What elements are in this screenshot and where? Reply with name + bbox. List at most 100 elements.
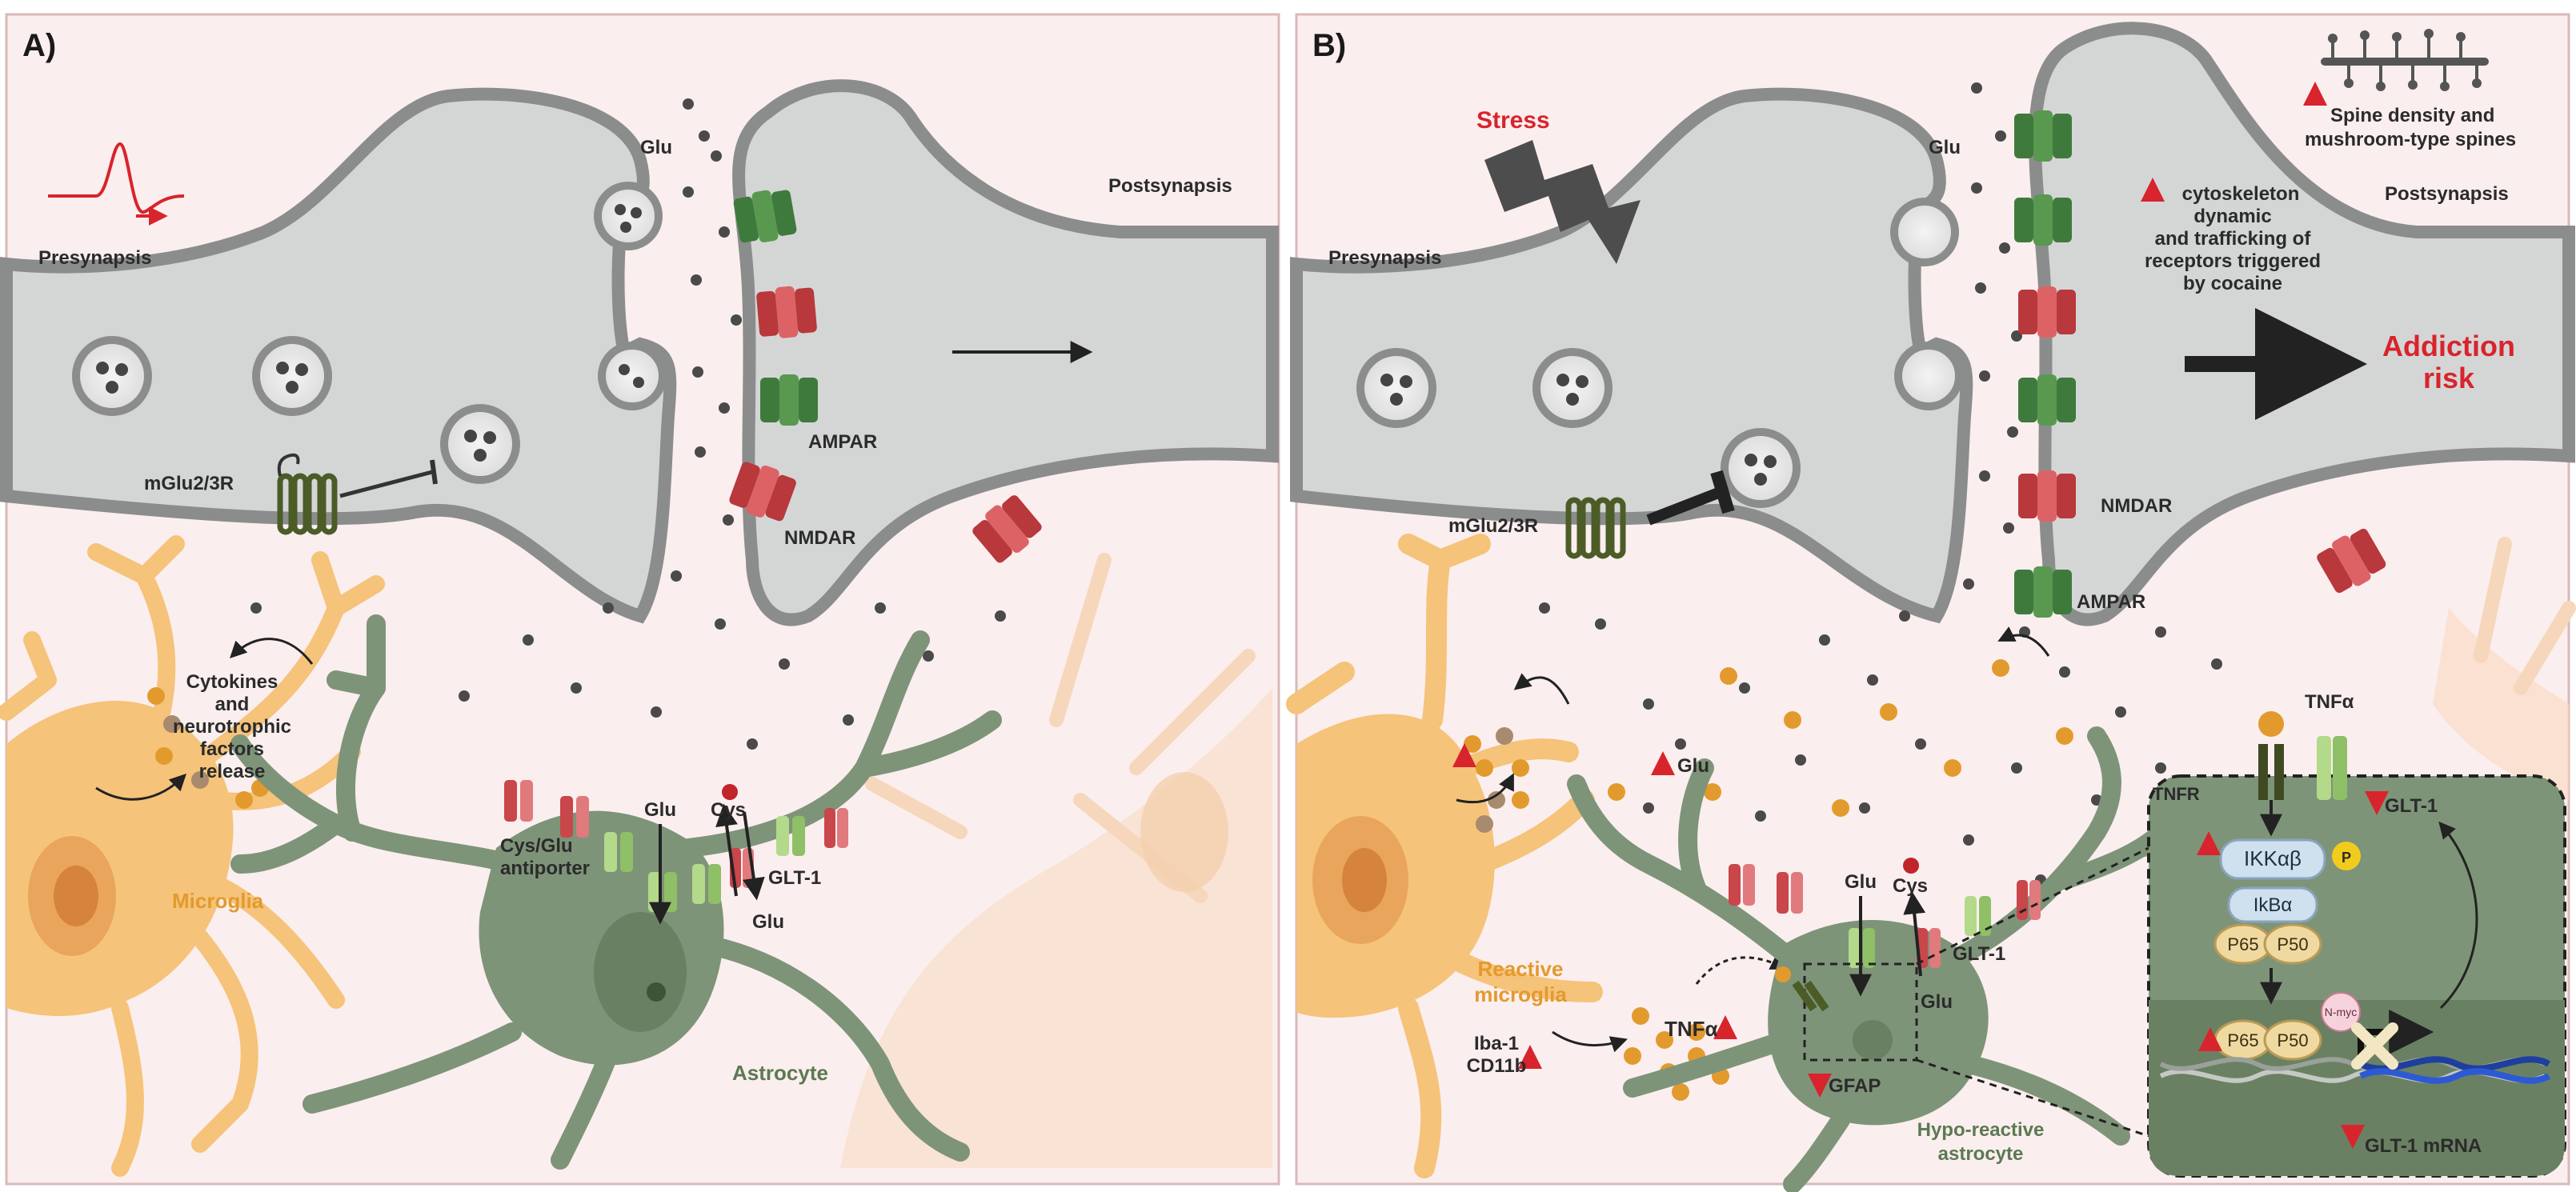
glu-label-a: Glu: [640, 137, 672, 158]
glt1-transporter-inset: [2317, 736, 2347, 800]
svg-text:astrocyte: astrocyte: [1938, 1143, 2024, 1165]
inhibition-line-b: [1646, 486, 1723, 526]
glu-label-b: Glu: [1929, 137, 1961, 158]
presynapsis-label-b: Presynapsis: [1328, 247, 1441, 269]
tnfr-receptor: [2258, 711, 2284, 800]
astrocyte-label-a: Astrocyte: [732, 1061, 828, 1085]
svg-text:and trafficking of: and trafficking of: [2155, 228, 2312, 250]
antiporter-label-a-2: antiporter: [500, 858, 590, 879]
inhibition-line-a: [339, 470, 433, 498]
glt1-transporter-a: [604, 816, 805, 912]
svg-text:CD11b: CD11b: [1467, 1055, 1527, 1077]
tnfa-label: TNFα: [1665, 1017, 1718, 1041]
action-potential-icon: [48, 142, 185, 214]
svg-text:cytoskeleton: cytoskeleton: [2182, 183, 2300, 205]
presynapsis-terminal-b: [1290, 87, 1973, 624]
block-x-icon: [2351, 1022, 2398, 1070]
reactive-microglia-label: Reactive microglia: [1474, 957, 1567, 1006]
astrocyte-a: [230, 614, 1002, 1170]
ampar-receptor-b2: [2014, 194, 2072, 246]
cys-label-b: Cys: [1893, 875, 1928, 897]
nmyc-label: N-myc: [2325, 1006, 2357, 1018]
glt1-inset-label: GLT-1: [2385, 795, 2438, 817]
ampar-label-b: AMPAR: [2077, 591, 2145, 613]
antiporter-label-a-1: Cys/Glu: [500, 835, 573, 857]
cytokines-label: Cytokines and neurotrophic factors relea…: [173, 671, 291, 782]
svg-text:Iba-1: Iba-1: [1474, 1033, 1519, 1054]
nmdar-label-b: NMDAR: [2101, 495, 2172, 517]
svg-text:Reactive: Reactive: [1478, 957, 1564, 981]
cys-label-a: Cys: [711, 799, 746, 821]
svg-text:and: and: [215, 694, 250, 715]
stress-label: Stress: [1476, 107, 1550, 134]
tnfr-receptor-astro: [1775, 966, 1829, 1012]
svg-text:Cytokines: Cytokines: [186, 671, 278, 693]
cystine-molecule: [722, 784, 738, 800]
ikk-label: IKKαβ: [2244, 846, 2302, 870]
nmdar-receptor-b2: [2018, 470, 2076, 522]
hypo-reactive-label: Hypo-reactive astrocyte: [1917, 1119, 2045, 1165]
svg-text:release: release: [199, 761, 266, 782]
glu-low-label-a: Glu: [752, 911, 784, 933]
glt1-label-b: GLT-1: [1953, 943, 2005, 965]
ampar-receptor-b1: [2014, 110, 2072, 162]
svg-text:receptors triggered: receptors triggered: [2145, 250, 2321, 272]
p-label: P: [2342, 850, 2351, 866]
svg-text:by cocaine: by cocaine: [2183, 273, 2282, 294]
reactive-microglia-b: [1286, 534, 1603, 1178]
panel-b-tag: B): [1312, 28, 1346, 63]
ampar-receptor-b4: [2014, 566, 2072, 618]
nmdar-label-a: NMDAR: [784, 527, 855, 549]
microglia-label-a: Microglia: [172, 889, 264, 913]
nmdar-receptor-1: [756, 286, 817, 338]
panel-b: B) Stress Presynapsis Postsynapsis Glu S…: [1286, 13, 2576, 1192]
postsynapsis-label-a: Postsynapsis: [1108, 175, 1232, 197]
mglu-receptor-a: [277, 453, 338, 535]
cytoskeleton-label: cytoskeleton dynamic and trafficking of …: [2145, 183, 2321, 294]
gfap-label: GFAP: [1829, 1075, 1881, 1097]
p50-nuclear: [2263, 1019, 2322, 1061]
ampar-label-a: AMPAR: [808, 431, 877, 453]
svg-text:dynamic: dynamic: [2193, 206, 2271, 227]
tnfr-label: TNFR: [2153, 784, 2200, 804]
phospho-p-icon: [2332, 842, 2361, 870]
svg-text:Hypo-reactive: Hypo-reactive: [1917, 1119, 2045, 1141]
vesicles-b: [1356, 198, 1963, 508]
glu-low-label-b: Glu: [1921, 991, 1953, 1013]
nmdar-receptor-b3: [2317, 528, 2386, 594]
svg-text:Spine density and: Spine density and: [2330, 105, 2494, 126]
p50-nuclear-label: P50: [2277, 1030, 2308, 1050]
iba-cd11b-label: Iba-1 CD11b: [1467, 1033, 1527, 1077]
mglu-receptor-b: [1565, 497, 1626, 559]
svg-text:factors: factors: [200, 738, 264, 760]
ampar-receptor-1: [733, 190, 797, 243]
mglu-label-a: mGlu2/3R: [144, 473, 234, 494]
spine-label: Spine density and mushroom-type spines: [2305, 105, 2516, 150]
regulation-arrows: [1452, 82, 2389, 1149]
glt1-mrna-label: GLT-1 mRNA: [2365, 1135, 2482, 1157]
p50-label: P50: [2277, 934, 2308, 954]
presynapsis-label-a: Presynapsis: [38, 247, 151, 269]
nmdar-receptor-2: [729, 462, 796, 522]
p50-protein: [2263, 923, 2322, 965]
svg-text:Addiction: Addiction: [2382, 330, 2515, 362]
glu-astro-label-b: Glu: [1845, 871, 1877, 893]
addiction-risk-label: Addiction risk: [2382, 330, 2515, 394]
svg-text:mushroom-type spines: mushroom-type spines: [2305, 129, 2516, 150]
p65-label: P65: [2227, 934, 2258, 954]
microglia-particles-b: [1464, 727, 1529, 833]
ikba-label: IkBα: [2253, 894, 2293, 916]
signaling-inset: [2147, 711, 2566, 1178]
cys-glu-antiporter-a: [504, 780, 589, 838]
glu-astro-label-a: Glu: [644, 799, 676, 821]
ikba-protein: [2227, 886, 2318, 923]
transporters-b: [1729, 864, 2041, 968]
nmdar-receptor-b1: [2018, 286, 2076, 338]
ampar-receptor-2: [760, 374, 818, 426]
panel-a: A) Presynapsis Postsynapsis Glu AMPAR NM…: [0, 13, 1280, 1186]
nmdar-receptor-3: [972, 495, 1042, 563]
svg-text:microglia: microglia: [1474, 982, 1567, 1006]
ampar-receptor-b3: [2018, 374, 2076, 426]
zoom-box: [1803, 962, 1918, 1062]
